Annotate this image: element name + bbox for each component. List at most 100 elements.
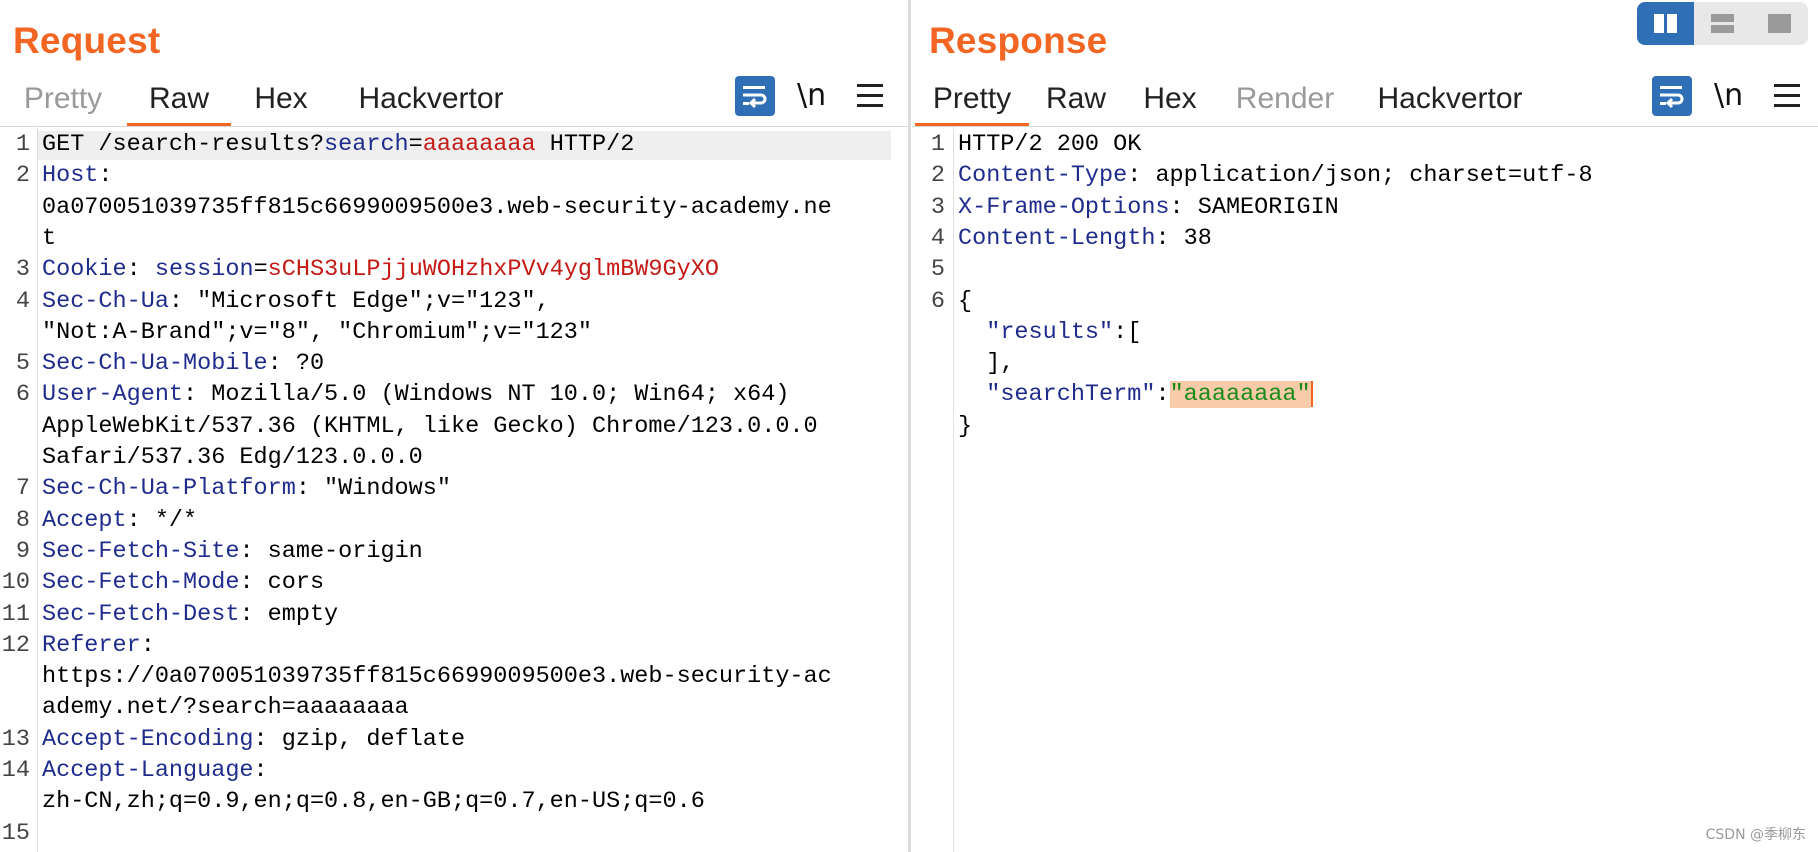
line-number: 12 (1, 631, 30, 659)
code-text: 0a070051039735ff815c6699009500e3.web-sec… (42, 192, 832, 223)
code-token: = (253, 256, 268, 284)
code-token: zh-CN,zh;q=0.9,en;q=0.8,en-GB;q=0.7,en-U… (42, 788, 705, 816)
code-token: : Mozilla/5.0 (Windows NT 10.0; Win64; x… (183, 381, 790, 409)
response-wrap-lines-button[interactable] (1652, 76, 1692, 116)
line-number: 5 (15, 350, 30, 378)
code-text: Content-Type: application/json; charset=… (958, 160, 1593, 191)
code-token: Referer (42, 631, 141, 659)
request-tab-raw[interactable]: Raw (127, 76, 231, 126)
response-tab-hex[interactable]: Hex (1143, 82, 1197, 115)
response-title: Response (929, 20, 1108, 61)
wrap-lines-icon (1660, 86, 1684, 109)
code-token: : (98, 162, 113, 190)
line-number: 5 (930, 256, 945, 284)
line-number: 4 (15, 287, 30, 315)
code-token: HTTP/2 (535, 131, 635, 158)
code-token: : SAMEORIGIN (1169, 193, 1339, 221)
pane-divider[interactable] (908, 0, 911, 852)
code-token: { (958, 287, 973, 315)
request-tab-hex[interactable]: Hex (254, 82, 308, 115)
code-token: : */* (126, 506, 198, 534)
code-token: Accept-Language (42, 757, 254, 784)
code-token: Sec-Fetch-Dest (42, 600, 240, 628)
line-number: 6 (15, 381, 30, 409)
code-text: Sec-Ch-Ua-Platform: "Windows" (42, 473, 451, 504)
code-token: : (253, 757, 268, 784)
code-text: Sec-Fetch-Dest: empty (42, 599, 338, 630)
request-tab-hackvertor[interactable]: Hackvertor (358, 82, 504, 115)
response-tab-pretty[interactable]: Pretty (915, 76, 1029, 126)
code-text: Referer: (42, 630, 155, 661)
request-menu-icon[interactable] (857, 84, 883, 108)
request-wrap-lines-button[interactable] (735, 76, 775, 116)
rows-icon (1711, 14, 1734, 33)
response-newline-toggle[interactable]: \n (1714, 78, 1744, 113)
watermark: CSDN @季柳东 (1705, 827, 1806, 843)
request-code-line: 0a070051039735ff815c6699009500e3.web-sec… (0, 192, 908, 223)
code-token: 0a070051039735ff815c6699009500e3.web-sec… (42, 193, 832, 221)
code-text: HTTP/2 200 OK (958, 129, 1141, 160)
response-tab-render[interactable]: Render (1235, 82, 1335, 115)
request-code-line: t (0, 223, 908, 254)
code-text: AppleWebKit/537.36 (KHTML, like Gecko) C… (42, 411, 818, 442)
code-token: :[ (1113, 318, 1142, 346)
code-token: AppleWebKit/537.36 (KHTML, like Gecko) C… (42, 412, 818, 440)
code-token: "searchTerm" (986, 381, 1156, 409)
code-token: Sec-Ch-Ua-Platform (42, 475, 296, 503)
code-token (958, 381, 986, 408)
code-token: t (42, 224, 57, 252)
line-number: 3 (930, 193, 945, 221)
single-pane-icon (1768, 14, 1791, 33)
response-tab-raw[interactable]: Raw (1045, 82, 1106, 115)
line-number: 6 (930, 287, 945, 315)
code-token: Sec-Ch-Ua-Mobile (42, 350, 268, 378)
code-token: session (154, 256, 254, 284)
line-number: 11 (1, 600, 30, 628)
code-token: Content-Type (958, 162, 1128, 190)
code-text: Sec-Fetch-Mode: cors (42, 567, 324, 598)
response-code-line: 5 (912, 254, 1818, 285)
layout-side-by-side-button[interactable] (1637, 2, 1694, 45)
layout-single-button[interactable] (1751, 2, 1808, 45)
code-text: Sec-Ch-Ua: "Microsoft Edge";v="123", (42, 286, 550, 317)
code-token: : application/json; charset=utf-8 (1127, 162, 1593, 190)
response-tab-hackvertor[interactable]: Hackvertor (1377, 82, 1523, 115)
request-newline-toggle[interactable]: \n (797, 78, 827, 113)
line-number: 14 (1, 757, 30, 784)
code-token: Host (42, 162, 99, 190)
code-token: HTTP/2 200 OK (958, 131, 1142, 158)
code-token: https://0a070051039735ff815c6699009500e3… (42, 663, 832, 691)
request-code-line: 6 User-Agent: Mozilla/5.0 (Windows NT 10.… (0, 379, 908, 410)
code-text: User-Agent: Mozilla/5.0 (Windows NT 10.0… (42, 379, 789, 410)
line-number: 13 (1, 725, 30, 753)
layout-switcher (1637, 2, 1808, 45)
code-token: } (958, 412, 973, 440)
code-text: "Not:A-Brand";v="8", "Chromium";v="123" (42, 317, 592, 348)
line-number: 3 (15, 256, 30, 284)
code-text: GET /search-results?search=aaaaaaaa HTTP… (42, 129, 634, 160)
code-token: Accept (42, 506, 127, 534)
code-text: zh-CN,zh;q=0.9,en;q=0.8,en-GB;q=0.7,en-U… (42, 786, 705, 817)
code-token: Sec-Fetch-Mode (42, 569, 240, 597)
request-code-line: 11 Sec-Fetch-Dest: empty (0, 599, 908, 630)
request-tab-pretty[interactable]: Pretty (23, 82, 103, 115)
layout-stacked-button[interactable] (1694, 2, 1751, 45)
response-menu-icon[interactable] (1774, 84, 1800, 108)
code-token: = (408, 131, 423, 158)
code-token: X-Frame-Options (958, 193, 1170, 221)
code-token: Accept-Encoding (42, 725, 254, 753)
wrap-lines-icon (743, 86, 767, 109)
code-text: Safari/537.36 Edg/123.0.0.0 (42, 442, 423, 473)
code-token: sCHS3uLPjjuWOHzhxPVv4yglmBW9GyXO (267, 256, 719, 284)
